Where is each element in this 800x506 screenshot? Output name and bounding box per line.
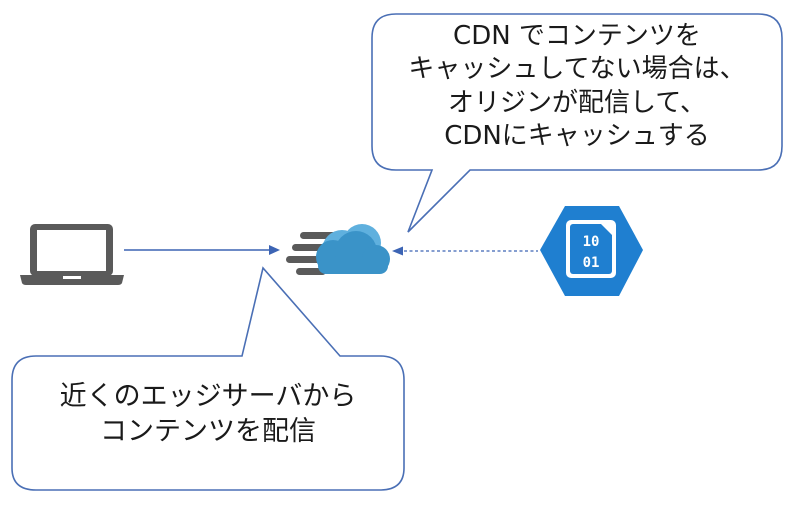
laptop-icon — [20, 224, 124, 285]
cdn-cloud-icon — [286, 224, 390, 275]
bottom-callout-text: 近くのエッジサーバから コンテンツを配信 — [14, 380, 402, 449]
top-callout-line: CDNにキャッシュする — [444, 120, 710, 151]
bottom-callout-line: 近くのエッジサーバから — [59, 381, 357, 412]
top-callout-bubble — [371, 13, 783, 233]
file-digits-line-1: 10 — [583, 234, 600, 250]
blob-storage-icon: 10 01 — [540, 206, 643, 296]
top-callout-line: CDN でコンテンツを — [453, 21, 701, 51]
top-callout-line: キャッシュしてない場合は、 — [408, 54, 746, 85]
bottom-callout-bubble — [11, 266, 405, 491]
top-callout-text: CDN でコンテンツを キャッシュしてない場合は、 オリジンが配信して、 CDN… — [372, 20, 782, 153]
bottom-callout-line: コンテンツを配信 — [100, 415, 316, 447]
origin-fetch-arrow — [392, 246, 538, 256]
request-arrow — [124, 245, 280, 255]
top-callout-line: オリジンが配信して、 — [448, 87, 706, 118]
file-digits-line-2: 01 — [583, 255, 600, 271]
